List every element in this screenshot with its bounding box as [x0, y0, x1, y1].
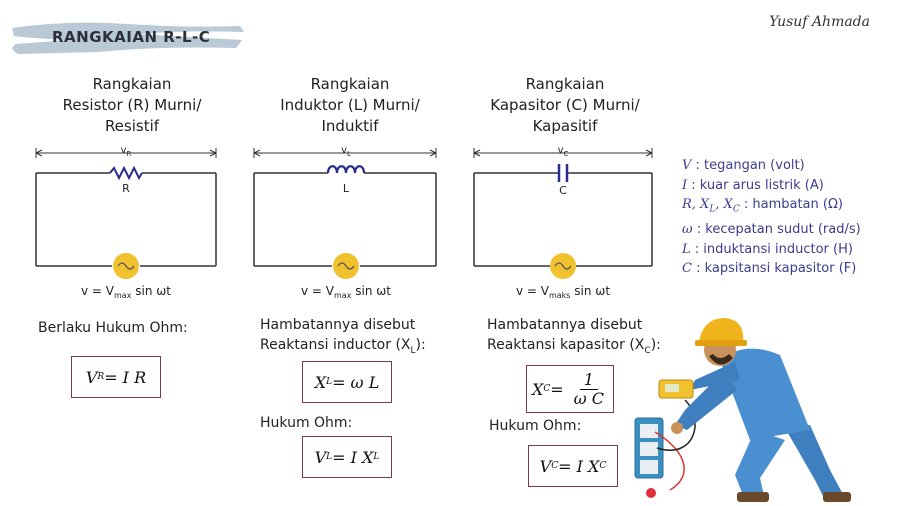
component-label-inductor: L: [343, 182, 350, 195]
caption-inductor: Hambatannya disebut Reaktansi inductor (…: [260, 317, 426, 356]
legend-item: ω : kecepatan sudut (rad/s): [682, 222, 861, 238]
legend-item: R, XL, XC : hambatan (Ω): [682, 197, 843, 215]
caption-ohm-capacitor: Hukum Ohm:: [489, 418, 582, 434]
component-label-resistor: R: [122, 182, 130, 195]
circuit-capacitor: vC C v = Vmaks sin ωt: [473, 145, 653, 300]
caption-ohm-inductor: Hukum Ohm:: [260, 415, 353, 431]
legend-item: C : kapsitansi kapasitor (F): [682, 261, 857, 277]
legend-item: L : induktansi inductor (H): [682, 241, 853, 257]
column-title-resistor: Rangkaian Resistor (R) Murni/ Resistif: [62, 75, 202, 135]
caption-capacitor: Hambatannya disebut Reaktansi kapasitor …: [487, 317, 661, 356]
title-brush-stroke: [12, 22, 244, 54]
page-title: RANGKAIAN R-L-C: [52, 28, 211, 46]
hard-hat-icon: [699, 318, 744, 342]
legend-item: V : tegangan (volt): [682, 158, 805, 173]
legend-item: I : kuar arus listrik (A): [682, 177, 824, 193]
column-title-inductor: Rangkaian Induktor (L) Murni/ Induktif: [280, 75, 420, 135]
symbol-legend: V : tegangan (volt) I : kuar arus listri…: [682, 156, 861, 279]
component-label-capacitor: C: [559, 184, 567, 197]
circuit-inductor: vL L v = Vmax sin ωt: [253, 145, 437, 300]
voltage-label-capacitor: vC: [558, 145, 569, 158]
voltage-label-resistor: vR: [121, 145, 132, 158]
column-title-capacitor: Rangkaian Kapasitor (C) Murni/ Kapasitif: [490, 75, 640, 135]
caption-resistor: Berlaku Hukum Ohm:: [38, 320, 188, 336]
voltage-label-inductor: vL: [341, 145, 351, 158]
author-signature: Yusuf Ahmada: [769, 14, 870, 30]
electrician-illustration: [634, 318, 851, 502]
source-equation-resistor: v = Vmax sin ωt: [81, 284, 171, 300]
resistor-symbol: [109, 165, 143, 181]
source-equation-capacitor: v = Vmaks sin ωt: [516, 284, 610, 300]
circuit-resistor: vR R v = Vmax sin ωt: [35, 145, 217, 300]
capacitor-symbol: [557, 164, 569, 182]
inductor-symbol: [326, 165, 366, 174]
record-indicator-icon: [646, 488, 656, 498]
source-equation-inductor: v = Vmax sin ωt: [301, 284, 391, 300]
